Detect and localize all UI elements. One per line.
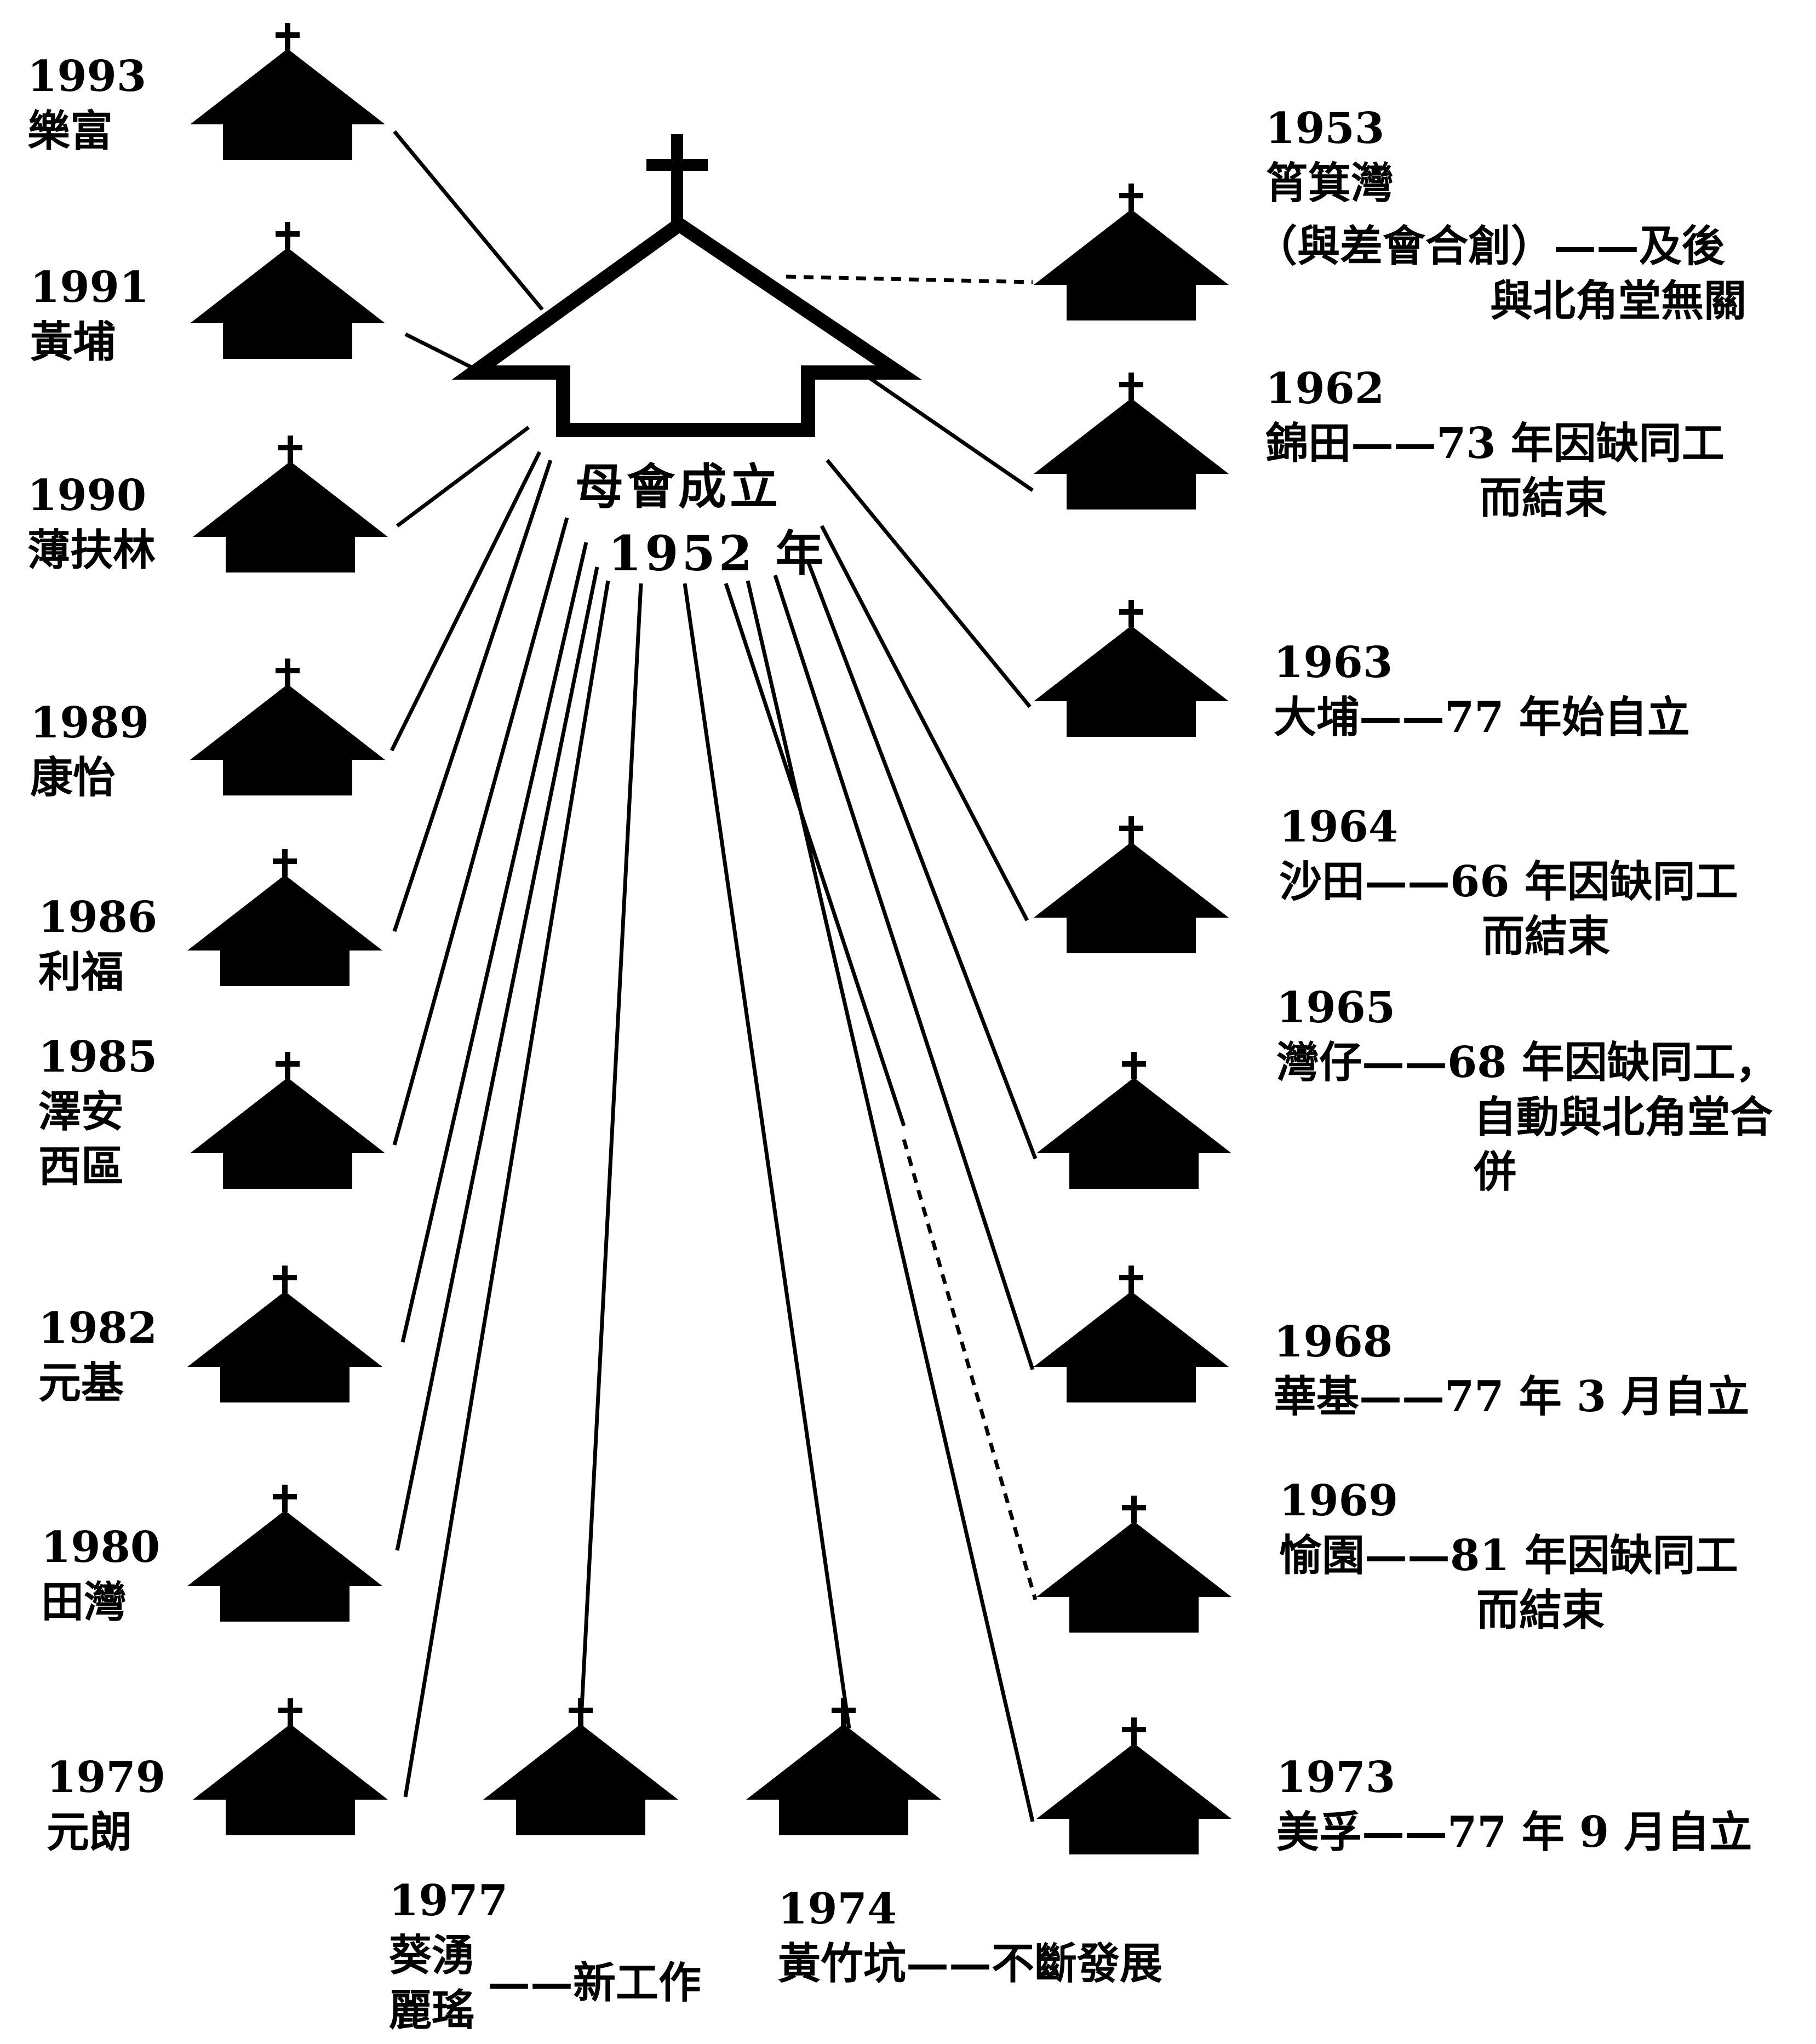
connector-1977 (578, 583, 643, 1729)
left-label-1979: 1979 元朗 (47, 1753, 166, 1857)
right-label-1964: 1964 沙田——66 年因缺同工 而結束 (1279, 802, 1738, 961)
connector-1985 (392, 517, 569, 1146)
connector-1964 (820, 525, 1029, 921)
connector-1965 (806, 560, 1038, 1160)
left-label-1980: 1980 田灣 (41, 1522, 161, 1627)
mother-church-year: 1952 年 (608, 525, 827, 582)
mother-church-title: 母會成立 (575, 458, 782, 515)
church-icon-1982 (187, 1266, 382, 1402)
left-label-1990: 1990 薄扶林 (27, 471, 156, 575)
left-label-1985: 1985 澤安 西區 (38, 1032, 158, 1192)
church-icon-1993 (190, 23, 385, 160)
mother-church-icon (451, 134, 922, 437)
church-icon-1991 (190, 222, 385, 359)
connector-1982 (400, 542, 588, 1343)
church-icon-1989 (190, 659, 385, 795)
church-icon-1973 (1036, 1717, 1231, 1854)
connector-1969-solid (724, 582, 906, 1127)
right-label-1969: 1969 愉園——81 年因缺同工 而結束 (1279, 1476, 1738, 1635)
connector-1980 (395, 566, 599, 1551)
church-icon-1968 (1034, 1266, 1229, 1402)
left-label-1982: 1982 元基 (38, 1303, 158, 1408)
church-icon-1953 (1034, 184, 1229, 320)
connector-1989 (389, 451, 542, 752)
right-label-1963: 1963 大埔——77 年始自立 (1274, 638, 1690, 742)
right-label-1962: 1962 錦田——73 年因缺同工 而結束 (1265, 364, 1725, 523)
left-label-1993: 1993 樂富 (27, 51, 147, 156)
connector-1986 (392, 459, 553, 932)
right-label-1953: 1953 筲箕灣 (1265, 104, 1394, 208)
connector-1990 (396, 426, 530, 528)
church-icon-1980 (187, 1485, 382, 1622)
church-icon-1965 (1036, 1052, 1231, 1189)
right-label-1968: 1968 華基——77 年 3 月自立 (1274, 1317, 1750, 1422)
connector-1993 (393, 130, 544, 311)
bottom-name-1974: 黃竹坑——不斷發展 (778, 1939, 1163, 1989)
right-note-1953: （與差會合創）——及後 與北角堂無關 (1254, 221, 1747, 326)
connector-1953-dashed (786, 274, 1033, 284)
bottom-label-1974: 1974 (778, 1884, 897, 1934)
church-icon-1974 (746, 1698, 941, 1835)
church-icon-1986 (187, 849, 382, 986)
left-label-1991: 1991 黃埔 (30, 262, 150, 367)
connector-1962 (864, 374, 1034, 492)
right-label-1965: 1965 灣仔——68 年因缺同工， 自動與北角堂合 併 (1276, 983, 1778, 1197)
church-icon-1969 (1036, 1496, 1231, 1633)
connector-lines (389, 130, 1038, 1822)
connector-1969-dashed (902, 1139, 1038, 1600)
church-icon-1962 (1034, 373, 1229, 509)
connector-1974 (683, 583, 851, 1729)
right-label-1973: 1973 美孚——77 年 9 月自立 (1276, 1753, 1752, 1857)
bottom-note-1977: ——新工作 (488, 1958, 702, 2008)
left-label-1989: 1989 康怡 (30, 698, 150, 803)
connector-1973 (746, 580, 1035, 1822)
church-icon-1979 (193, 1698, 388, 1835)
connector-1963 (826, 459, 1032, 708)
church-icon-1977 (483, 1698, 678, 1835)
church-icon-1990 (193, 436, 388, 572)
left-label-1986: 1986 利福 (38, 892, 158, 997)
connector-1968 (773, 574, 1035, 1371)
church-icon-1985 (190, 1052, 385, 1189)
connector-1979 (403, 580, 610, 1797)
church-icon-1964 (1034, 816, 1229, 953)
connector-1991 (404, 332, 472, 369)
bottom-label-1977: 1977 葵湧 麗瑤 (389, 1876, 508, 2035)
church-icon-1963 (1034, 600, 1229, 737)
